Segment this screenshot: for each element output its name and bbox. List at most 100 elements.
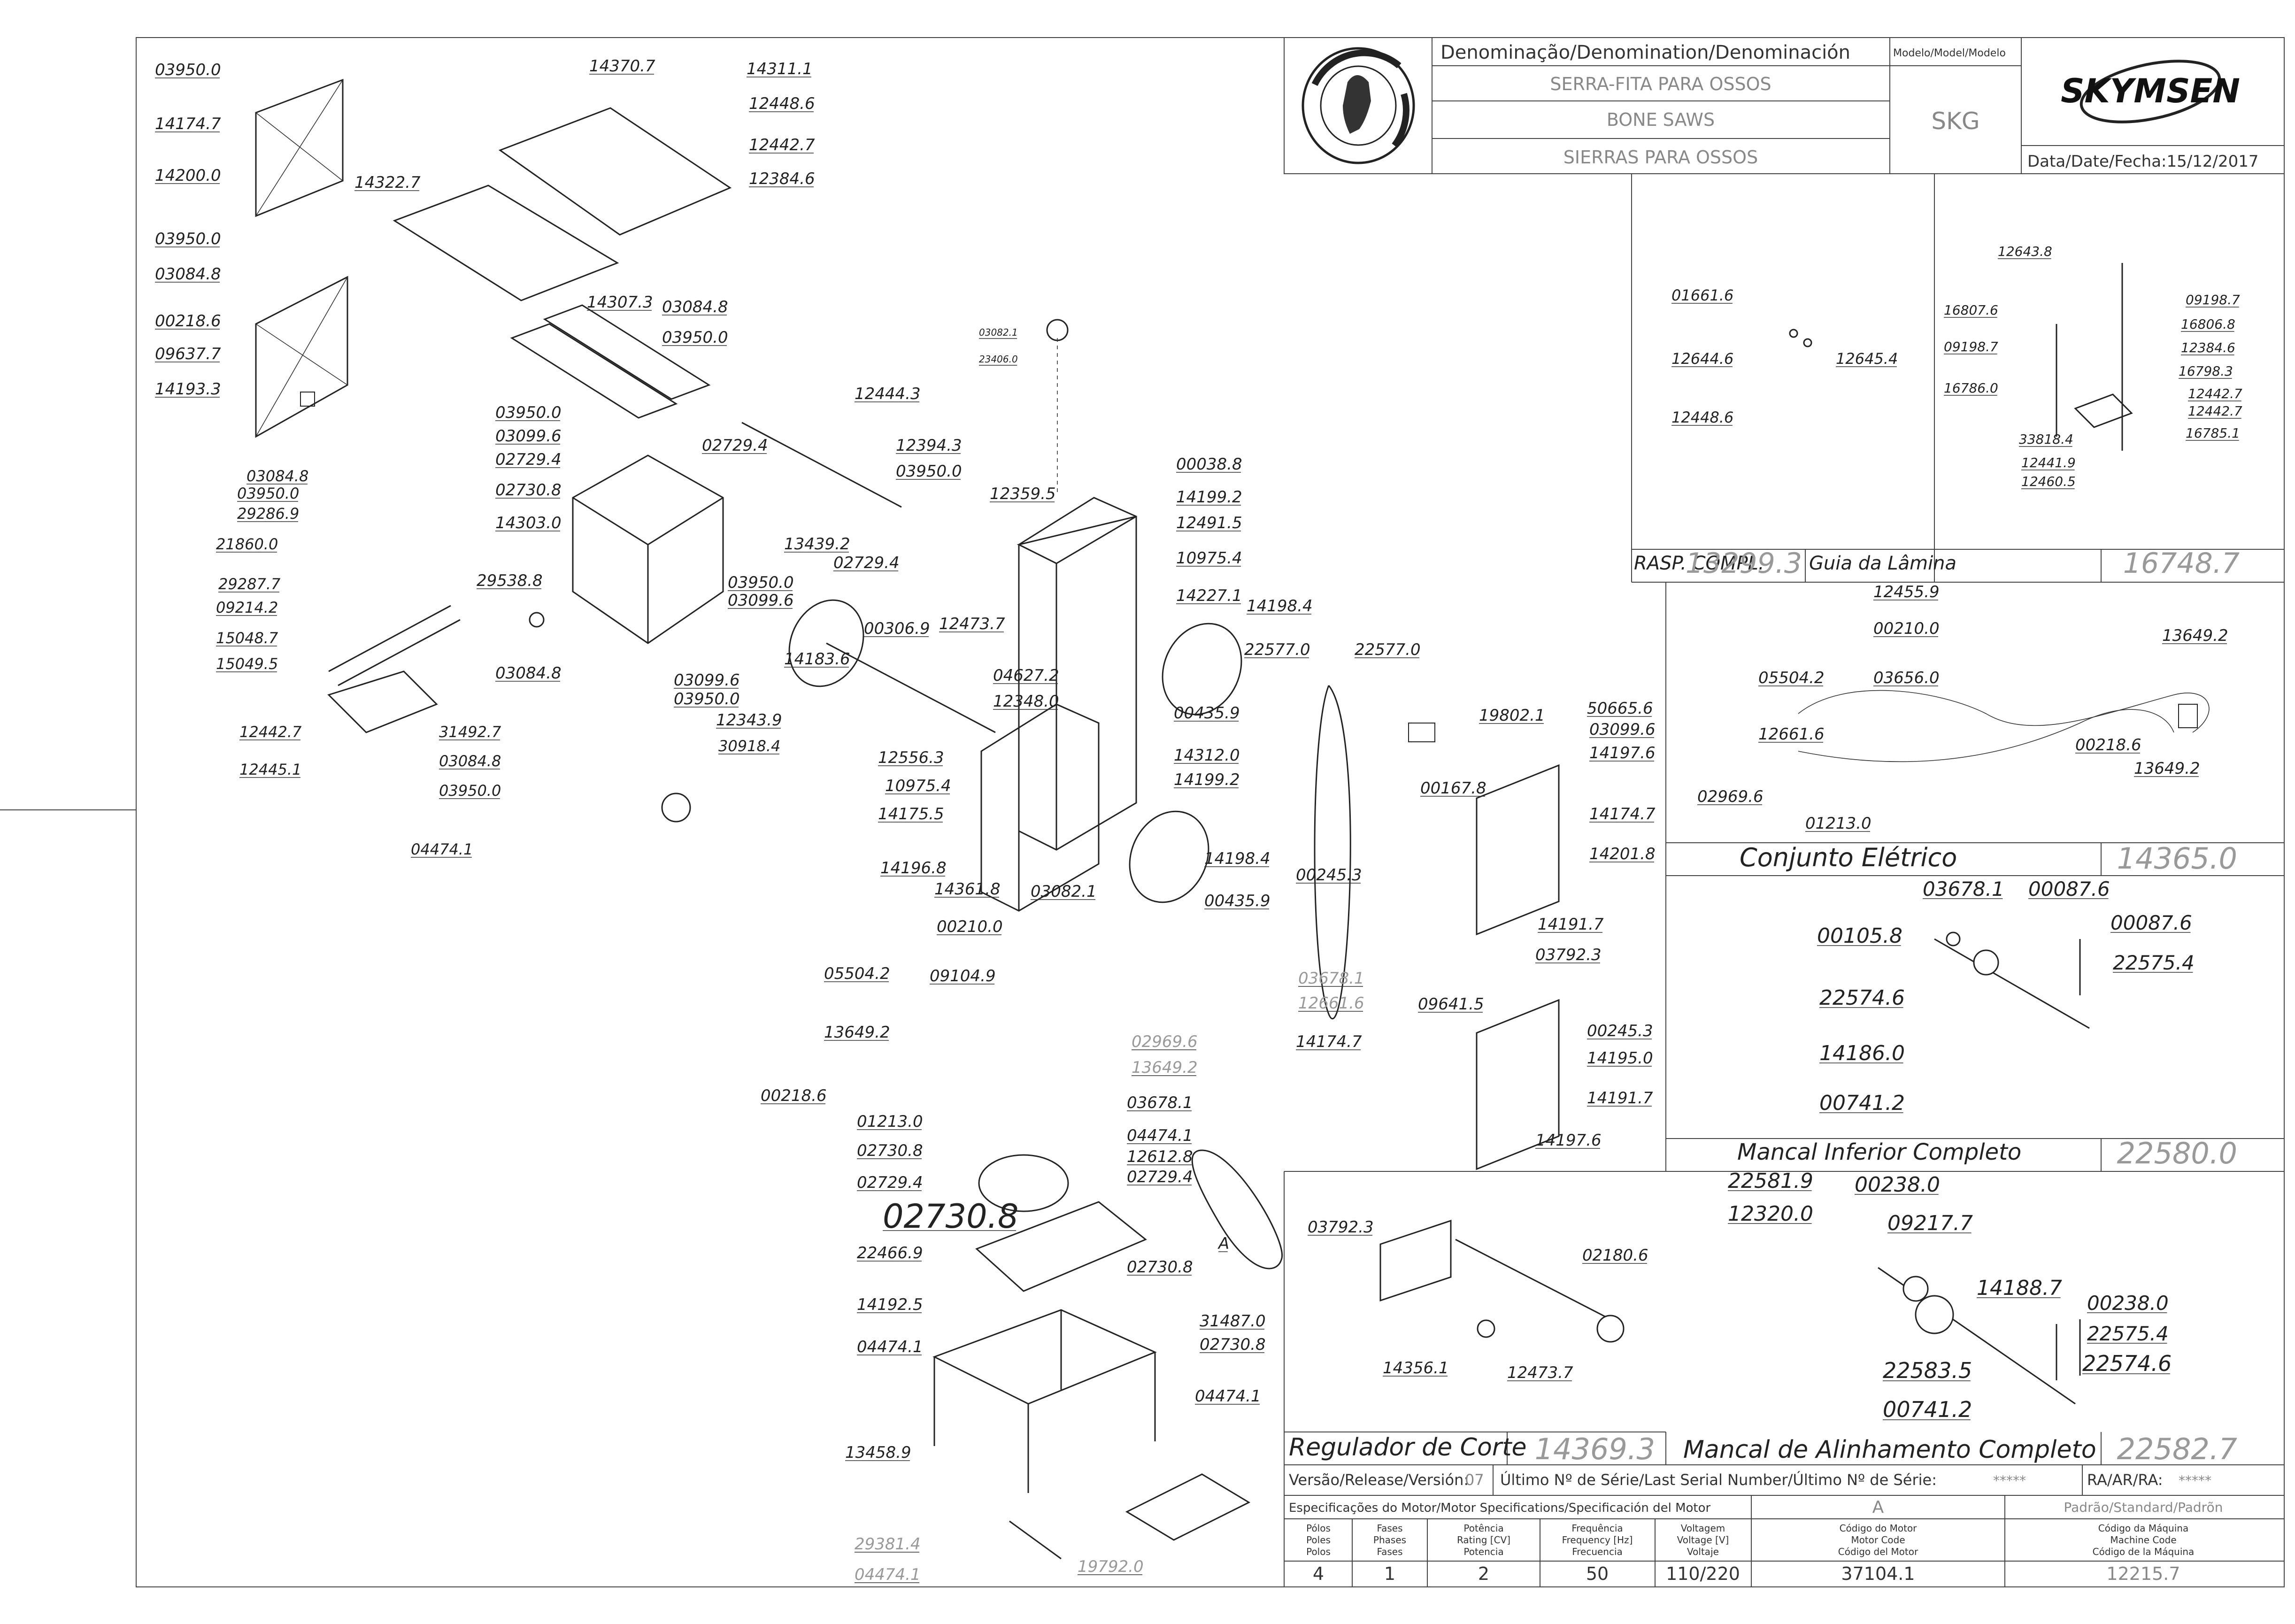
part-number-label: 14199.2 (1174, 770, 1240, 789)
guia-code: 16748.7 (2123, 547, 2240, 580)
brand-name: SKYMSEN (2061, 72, 2240, 110)
part-number-label: 02729.4 (1127, 1168, 1193, 1186)
version-label: Versão/Release/Versión: (1289, 1471, 1469, 1489)
part-number-label: 03678.1 (1298, 969, 1364, 988)
svg-text:Motor Code: Motor Code (1851, 1534, 1905, 1546)
part-number-label: 12612.8 (1127, 1147, 1193, 1166)
svg-text:Frequency [Hz]: Frequency [Hz] (1562, 1534, 1633, 1546)
svg-text:Poles: Poles (1306, 1534, 1331, 1546)
part-number-label: 02969.6 (1132, 1032, 1198, 1051)
part-number-label: 30918.4 (718, 737, 780, 755)
part-number-label: 13649.2 (2162, 626, 2228, 645)
svg-text:110/220: 110/220 (1666, 1563, 1740, 1584)
part-number-label: 01213.0 (1805, 814, 1871, 833)
part-number-label: 12473.7 (1507, 1363, 1573, 1382)
part-number-label: 12394.3 (896, 436, 962, 455)
part-number-label: 12444.3 (855, 385, 921, 403)
part-number-label: 16806.8 (2181, 316, 2235, 332)
svg-text:Polos: Polos (1306, 1546, 1331, 1557)
part-number-label: 00105.8 (1817, 924, 1902, 948)
motor-spec-letter: A (1872, 1498, 1884, 1517)
model-value: SKG (1931, 108, 1979, 135)
part-number-label: 09214.2 (216, 599, 278, 616)
part-number-label: 03082.1 (979, 327, 1018, 338)
part-number-label: 22466.9 (857, 1244, 923, 1262)
part-number-label: 03084.8 (246, 467, 308, 485)
footer-table (1284, 1465, 2284, 1587)
part-number-label: 29381.4 (855, 1535, 921, 1554)
name-en: BONE SAWS (1607, 109, 1715, 130)
part-number-label: 03099.6 (674, 671, 740, 690)
part-number-label: 14322.7 (354, 173, 421, 192)
ra-value: ***** (2179, 1473, 2211, 1488)
svg-text:Código da Máquina: Código da Máquina (2098, 1523, 2188, 1534)
part-number-label: 00218.6 (155, 312, 221, 331)
part-number-label: 14196.8 (880, 859, 947, 877)
part-number-label: 12359.5 (990, 485, 1056, 503)
part-labels: 03950.014174.714200.003950.003084.800218… (155, 57, 2242, 1584)
part-number-label: 22575.4 (2087, 1322, 2169, 1345)
part-number-label: A (1217, 1234, 1229, 1253)
sheet-border (136, 37, 2285, 1587)
name-pt: SERRA-FITA PARA OSSOS (1550, 74, 1771, 94)
denomination-header: Denominação/Denomination/Denominación (1440, 42, 1850, 63)
part-number-label: 12556.3 (878, 748, 944, 767)
part-number-label: 03099.6 (728, 591, 794, 610)
part-number-label: 02730.8 (1127, 1258, 1193, 1277)
part-number-label: 14200.0 (155, 166, 221, 185)
part-number-label: 09198.7 (2186, 292, 2240, 308)
part-number-label: 04474.1 (855, 1565, 921, 1584)
part-number-label: 00245.3 (1296, 866, 1362, 885)
part-number-label: 10975.4 (1176, 549, 1242, 568)
version-value: 07 (1465, 1471, 1484, 1489)
part-number-label: 12441.9 (2021, 455, 2076, 470)
part-number-label: 04474.1 (411, 840, 473, 858)
part-number-label: 19792.0 (1078, 1557, 1144, 1576)
standard-label: Padrão/Standard/Padrõn (2064, 1500, 2223, 1515)
part-number-label: 03084.8 (495, 664, 562, 683)
part-number-label: 14197.6 (1589, 744, 1656, 762)
part-number-label: 22583.5 (1883, 1358, 1972, 1383)
part-number-label: 29286.9 (237, 505, 299, 523)
part-number-label: 01661.6 (1671, 286, 1733, 304)
svg-text:Voltage [V]: Voltage [V] (1677, 1534, 1729, 1546)
part-number-label: 00087.6 (2028, 877, 2110, 901)
title-block: Denominação/Denomination/Denominación Mo… (1284, 37, 2285, 174)
part-number-label: 03656.0 (1873, 669, 1940, 687)
part-number-label: 12460.5 (2021, 474, 2076, 489)
part-number-label: 14198.4 (1204, 849, 1271, 868)
svg-text:37104.1: 37104.1 (1841, 1563, 1915, 1584)
part-number-label: 00435.9 (1174, 704, 1240, 723)
part-number-label: 29538.8 (477, 571, 543, 590)
svg-text:Voltaje: Voltaje (1687, 1546, 1719, 1557)
part-number-label: 14311.1 (747, 60, 813, 78)
part-number-label: 23406.0 (979, 354, 1018, 365)
part-number-label: 31487.0 (1200, 1312, 1266, 1331)
svg-text:Frequência: Frequência (1571, 1523, 1623, 1534)
part-number-label: 12442.7 (2188, 403, 2242, 419)
rasp-label: RASP. COMPL. (1634, 553, 1764, 574)
ra-label: RA/AR/RA: (2087, 1471, 2163, 1489)
part-number-label: 00210.0 (937, 917, 1003, 936)
part-number-label: 13649.2 (2134, 759, 2200, 778)
part-number-label: 02969.6 (1697, 787, 1764, 806)
part-number-label: 14183.6 (784, 650, 850, 669)
part-number-label: 01213.0 (857, 1112, 923, 1131)
part-number-label: 00218.6 (2075, 736, 2141, 754)
part-number-label: 00245.3 (1587, 1022, 1653, 1040)
part-number-label: 03084.8 (155, 265, 221, 284)
part-number-label: 21860.0 (216, 535, 278, 553)
part-number-label: 12644.6 (1671, 350, 1733, 368)
part-number-label: 19802.1 (1479, 706, 1545, 725)
date: Data/Date/Fecha:15/12/2017 (2027, 152, 2258, 171)
part-number-label: 03950.0 (662, 328, 728, 347)
part-number-label: 50665.6 (1587, 699, 1653, 718)
svg-text:Machine Code: Machine Code (2110, 1534, 2176, 1546)
mancal-alin-label: Mancal de Alinhamento Completo (1683, 1436, 2096, 1464)
part-number-label: 12645.4 (1836, 350, 1898, 368)
regulador-code: 14369.3 (1535, 1432, 1655, 1466)
svg-text:Código de la Máquina: Código de la Máquina (2093, 1546, 2195, 1557)
part-number-label: 02730.8 (1200, 1335, 1266, 1354)
part-number-label: 14201.8 (1589, 845, 1656, 863)
